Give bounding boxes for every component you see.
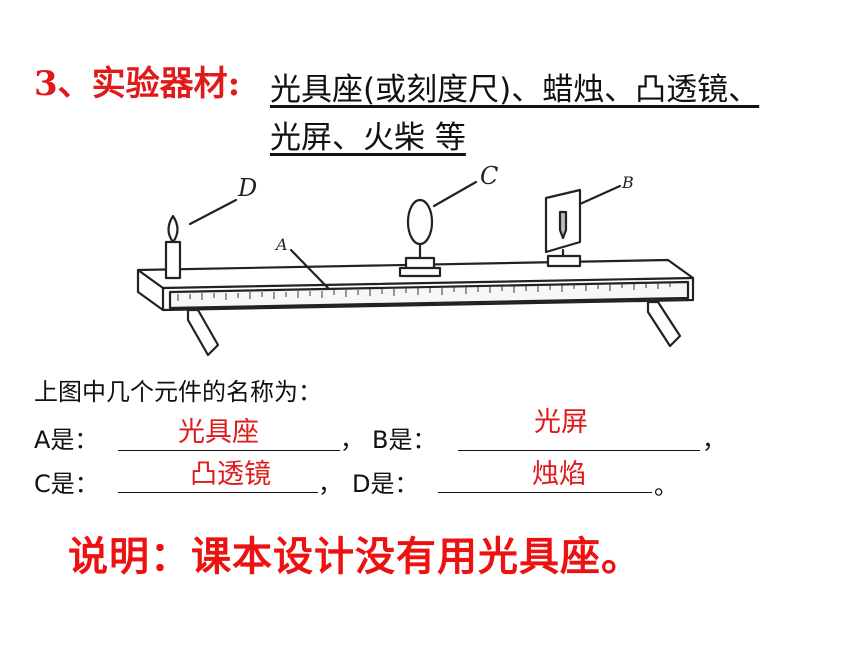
sep-2: ， [702, 426, 726, 454]
label-c: C [480, 162, 498, 190]
label-d: D [237, 174, 257, 202]
answer-d: 烛焰 [532, 459, 586, 490]
label-c-prefix: C是： [34, 470, 99, 498]
blank-a [118, 450, 340, 451]
materials-line-2: 光屏、火柴 等 [270, 120, 466, 156]
question-caption: 上图中几个元件的名称为： [34, 378, 322, 406]
sep-3: ， [318, 470, 342, 498]
explanation-note: 说明：课本设计没有用光具座。 [68, 534, 642, 580]
label-a-prefix: A是： [34, 426, 99, 454]
blank-b [458, 450, 700, 451]
candle-flame [167, 214, 179, 244]
materials-line-1: 光具座(或刻度尺)、蜡烛、凸透镜、 [270, 72, 760, 108]
blank-c [118, 492, 318, 493]
sep-1: ， [340, 426, 364, 454]
answer-c: 凸透镜 [190, 459, 271, 490]
convex-lens [406, 198, 434, 246]
bench-leg-right [646, 300, 682, 348]
answer-a: 光具座 [178, 417, 259, 448]
candle-body [164, 240, 182, 280]
label-a: A [274, 235, 288, 254]
answer-b: 光屏 [534, 407, 588, 438]
end-punct: 。 [654, 472, 678, 500]
ruler-scale [168, 280, 690, 310]
optical-bench-illustration: A D C B [136, 162, 695, 357]
label-d-prefix: D是： [352, 470, 419, 498]
label-b: B [621, 173, 634, 192]
label-b-prefix: B是： [372, 426, 437, 454]
blank-d [438, 492, 652, 493]
bench-leg-left [186, 308, 220, 357]
section-heading: 3、实验器材: [34, 64, 241, 104]
